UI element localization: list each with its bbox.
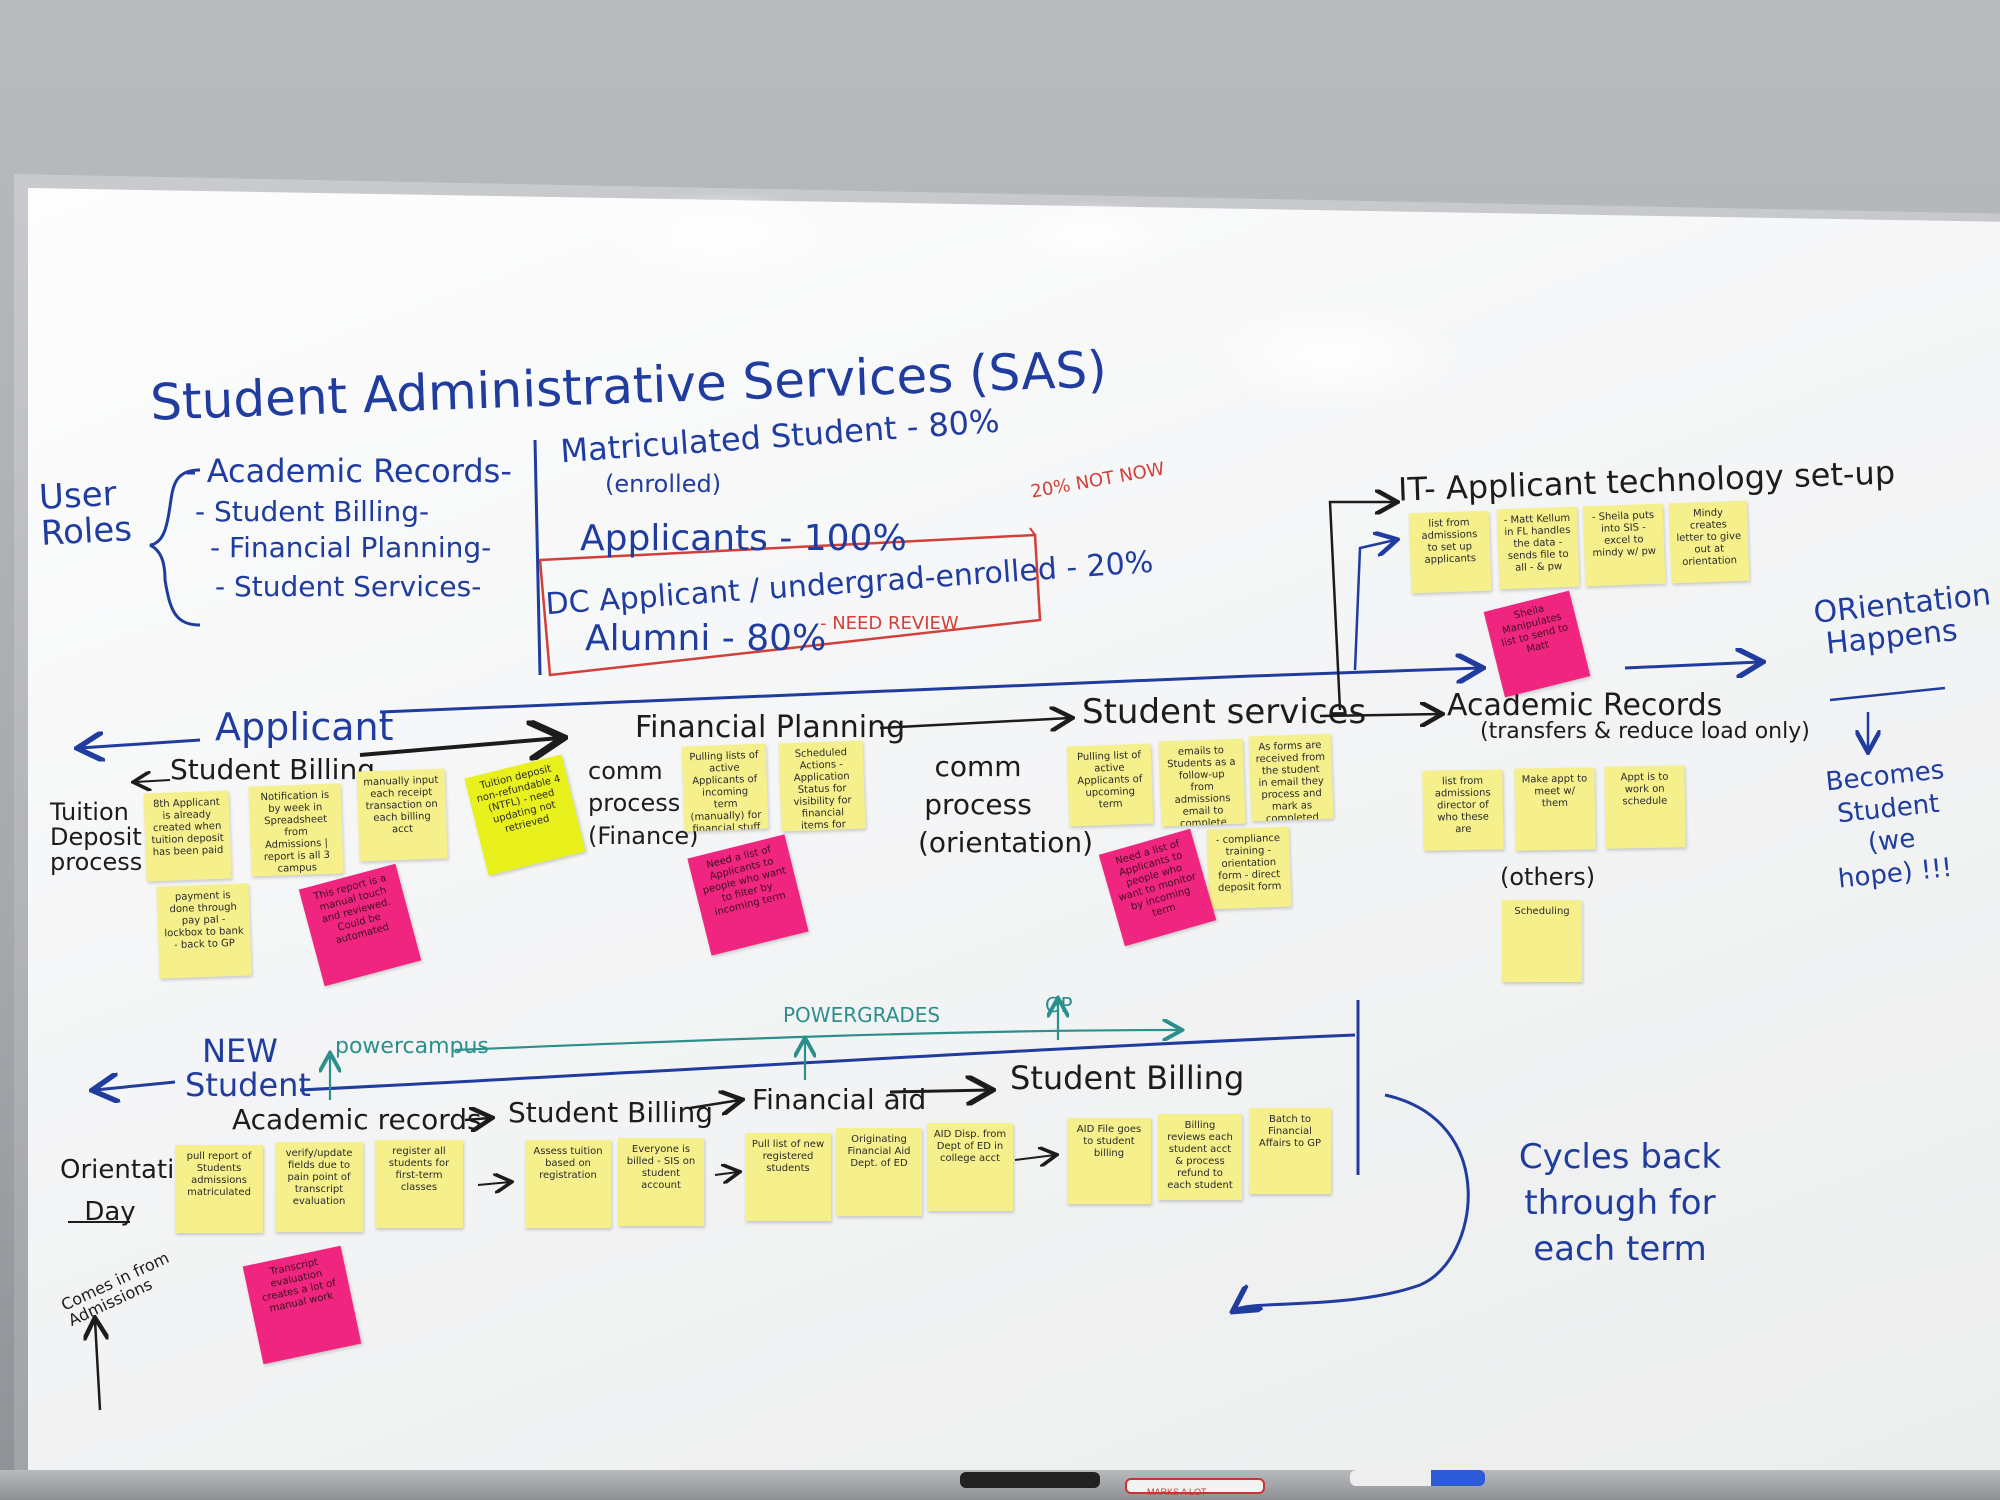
sticky-note: Make appt to meet w/ them <box>1514 767 1596 851</box>
new-student-label: NEW Student <box>185 1032 311 1104</box>
orientation-day-label: Orientation Day <box>60 1155 207 1227</box>
light-glare <box>1000 200 1180 270</box>
role-student-billing: - Student Billing- <box>195 495 430 528</box>
user-roles-brace <box>149 468 201 627</box>
powercampus-label: powercampus <box>335 1034 489 1059</box>
sticky-note: payment is done through pay pal - lockbo… <box>156 883 252 979</box>
aid-to-billing-arrow <box>889 1090 990 1092</box>
gp-label: GP <box>1045 993 1073 1017</box>
becomes-student-label: Becomes Student (we hope) !!! <box>1824 755 1954 895</box>
student-billing-bottom-2-label: Student Billing <box>1010 1059 1245 1097</box>
sticky-note: Pulling list of active Applicants of upc… <box>1066 743 1154 827</box>
sticky-note: Originating Financial Aid Dept. of ED <box>836 1128 922 1216</box>
role-student-services: - Student Services- <box>215 570 482 603</box>
sticky-note: Appt is to work on schedule <box>1604 765 1686 849</box>
comes-in-up-arrow <box>95 1320 100 1411</box>
sticky-note: AID File goes to student billing <box>1067 1118 1151 1204</box>
comm-finance-label: comm process (Finance) <box>588 757 699 850</box>
to-orientation-arrow <box>1624 662 1760 668</box>
sticky-note: Batch to Financial Affairs to GP <box>1249 1108 1331 1194</box>
blue-marker[interactable] <box>1350 1470 1485 1486</box>
sticky-note: manually input each receipt transaction … <box>356 768 448 862</box>
sticky-note: Everyone is billed - SIS on student acco… <box>618 1138 704 1226</box>
academic-records-sub-label: (transfers & reduce load only) <box>1480 719 1810 744</box>
sticky-note: Billing reviews each student acct & proc… <box>1158 1114 1242 1200</box>
role-academic-records: - Academic Records- <box>185 452 512 490</box>
sticky-note: emails to Students as a follow-up from a… <box>1158 738 1246 827</box>
role-financial-planning: - Financial Planning- <box>210 531 492 564</box>
orientation-underline <box>1829 686 1946 702</box>
sticky-note: AID Disp. from Dept of ED in college acc… <box>927 1123 1013 1211</box>
divider-line <box>533 439 542 676</box>
billing-to-finplan-arrow <box>359 738 560 755</box>
sticky-note: list from admissions to set up applicant… <box>1408 510 1492 594</box>
sticky-note: Scheduled Actions - Application Status f… <box>778 740 866 832</box>
applicant-label: Applicant <box>215 705 394 749</box>
finplan-to-services-arrow <box>879 718 1070 728</box>
applicant-main-line <box>379 668 1480 714</box>
cycles-back-label: Cycles back through for each term <box>1518 1137 1722 1269</box>
alumni-line: Alumni - 80% <box>585 618 827 659</box>
tuition-deposit-label: Tuition Deposit process <box>50 798 143 877</box>
others-label: (others) <box>1500 863 1596 891</box>
sticky-note: list from admissions director of who the… <box>1422 769 1504 851</box>
sticky-note: Transcript evaluation creates a lot of m… <box>242 1245 362 1365</box>
sticky-note: Scheduling <box>1502 900 1582 982</box>
financial-aid-label: Financial aid <box>752 1083 927 1116</box>
services-to-ar-arrow <box>1319 714 1440 716</box>
note-arrow-1 <box>477 1182 510 1185</box>
it-branch-line <box>1328 502 1395 711</box>
red-connector <box>1029 527 1036 536</box>
applicants-line: Applicants - 100% <box>580 518 907 559</box>
academic-records-bottom-label: Academic records <box>232 1103 482 1136</box>
sticky-note: 8th Applicant is already created when tu… <box>143 790 232 882</box>
applicant-left-arrow <box>80 740 201 748</box>
sticky-note: Pull list of new registered students <box>745 1133 831 1221</box>
billing-to-aid-arrow <box>689 1100 740 1108</box>
need-review-note: - NEED REVIEW <box>820 613 959 634</box>
comm-orientation-label: comm process (orientation) <box>918 750 1094 859</box>
sticky-note: Assess tuition based on registration <box>525 1140 611 1228</box>
it-branch-line-2 <box>1353 540 1395 671</box>
sticky-note: - Matt Kellum in FL handles the data - s… <box>1496 506 1580 590</box>
cycle-back-curve <box>1235 1093 1470 1310</box>
red-marker[interactable]: MARKS A LOT <box>1125 1478 1265 1497</box>
sticky-note: register all students for first-term cla… <box>375 1140 463 1228</box>
marker-label: MARKS A LOT <box>1147 1487 1207 1497</box>
academic-records-top-label: Academic Records <box>1447 688 1723 723</box>
sticky-note: Pulling lists of active Applicants of in… <box>681 743 769 832</box>
student-services-label: Student services <box>1082 692 1367 732</box>
light-glare <box>600 190 840 280</box>
sticky-note: As forms are received from the student i… <box>1248 733 1334 822</box>
orientation-happens-label: ORientation Happens <box>1811 577 1993 662</box>
student-billing-top-label: Student Billing <box>170 753 375 786</box>
note-arrow-2 <box>714 1172 738 1175</box>
black-marker[interactable] <box>960 1472 1100 1488</box>
sticky-note: Mindy creates letter to give out at orie… <box>1668 500 1750 584</box>
light-glare <box>1200 300 1460 410</box>
user-roles-label: User Roles <box>38 473 133 554</box>
sticky-note: pull report of Students admissions matri… <box>175 1145 263 1233</box>
sticky-note: verify/update fields due to pain point o… <box>275 1142 363 1232</box>
powercampus-line <box>454 1030 1180 1052</box>
note-arrow-3 <box>1014 1155 1055 1160</box>
bottom-main-line <box>299 1033 1356 1092</box>
student-billing-bottom-1-label: Student Billing <box>508 1096 713 1129</box>
sticky-note: - compliance training - orientation form… <box>1206 826 1292 910</box>
new-student-left-arrow <box>95 1082 176 1090</box>
powergrades-label: POWERGRADES <box>783 1003 941 1027</box>
sticky-note: Notification is by week in Spreadsheet f… <box>248 783 344 877</box>
financial-planning-label: Financial Planning <box>635 710 906 745</box>
red-review-box <box>538 533 1042 677</box>
student-billing-left-arrow <box>135 780 171 782</box>
enrolled-label: (enrolled) <box>605 470 722 498</box>
ar-to-billing-arrow <box>464 1118 490 1120</box>
sticky-note: - Sheila puts into SIS - excel to mindy … <box>1582 503 1666 587</box>
